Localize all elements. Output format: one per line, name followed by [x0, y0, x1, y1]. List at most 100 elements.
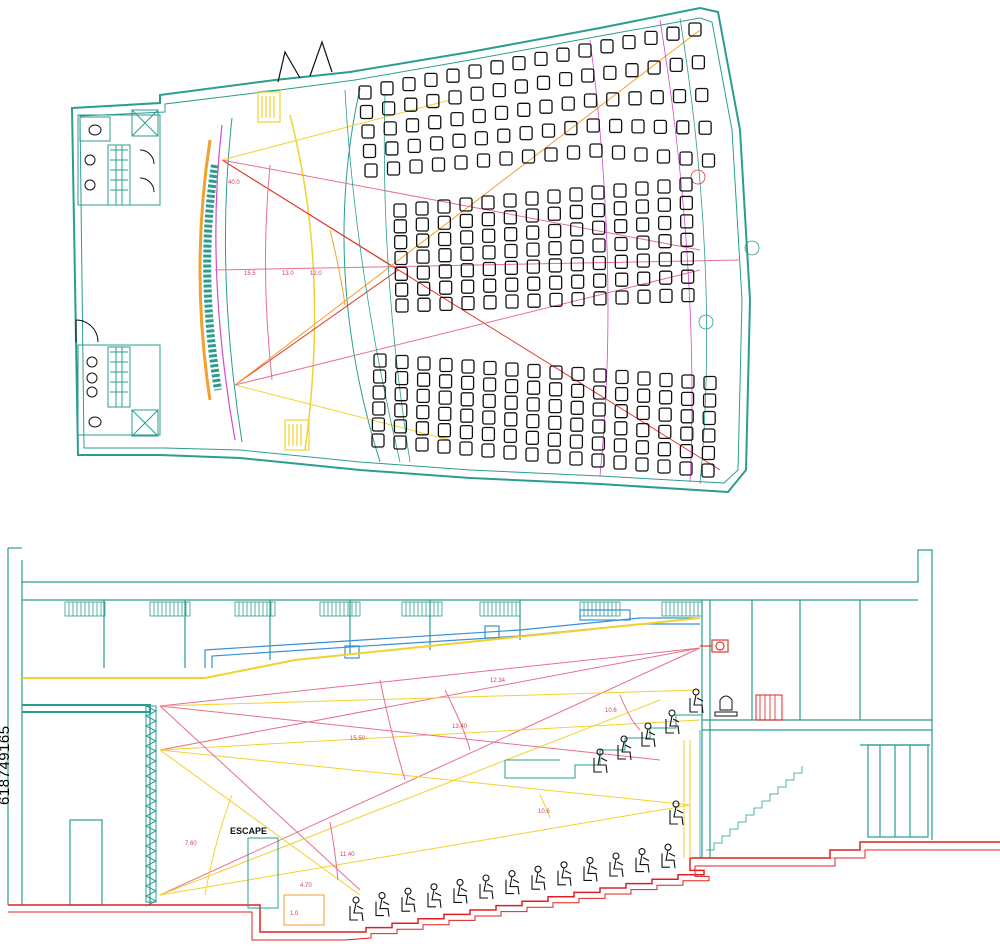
seat-icon — [702, 393, 717, 408]
seat-icon — [571, 274, 585, 289]
seat-icon — [615, 290, 629, 305]
seat-icon — [395, 298, 409, 313]
seat-icon — [503, 445, 517, 460]
seat-icon — [603, 65, 617, 80]
spectator-icon — [609, 852, 624, 878]
seat-icon — [695, 87, 709, 103]
plan-sightlines: 40.0 15.5 13.0 12.0 — [214, 29, 741, 471]
seat-icon — [359, 104, 374, 120]
seat-icon — [681, 374, 695, 389]
svg-text:10.6: 10.6 — [538, 809, 550, 815]
seat-icon — [383, 121, 397, 136]
longitudinal-section: 15.50 13.40 12.34 10.6 10.6 7.60 11.40 4… — [7, 547, 1000, 941]
seat-icon — [461, 279, 475, 294]
seat-icon — [405, 118, 420, 133]
seat-icon — [460, 392, 474, 407]
seat-icon — [657, 197, 671, 212]
seat-icon — [504, 260, 518, 275]
seat-icon — [549, 365, 563, 380]
seat-icon — [481, 426, 496, 442]
seat-icon — [472, 108, 486, 124]
spectator-icon — [375, 892, 390, 917]
escape-door: 1.0 ESCAPE — [230, 826, 325, 926]
seat-icon — [527, 363, 541, 379]
seat-icon — [679, 195, 693, 211]
spectator-icon — [557, 861, 572, 886]
seat-icon — [371, 417, 386, 432]
seat-icon — [613, 201, 627, 216]
seat-icon — [558, 72, 573, 87]
seat-icon — [417, 297, 431, 312]
plan-outer-wall — [70, 6, 752, 494]
svg-text:12.0: 12.0 — [310, 271, 322, 277]
seat-icon — [680, 391, 695, 407]
seat-icon — [416, 388, 430, 404]
seat-icon — [394, 235, 408, 250]
seat-icon — [634, 147, 648, 162]
seat-icon — [548, 241, 562, 256]
toilet-icon — [86, 356, 102, 428]
seat-icon — [517, 102, 531, 117]
seat-icon — [437, 215, 451, 230]
seat-icon — [393, 419, 408, 434]
seat-icon — [380, 81, 394, 96]
seat-icon — [570, 222, 584, 237]
seat-icon — [702, 428, 716, 443]
seat-icon — [481, 443, 495, 458]
projector-booth — [700, 639, 783, 721]
seat-icon — [483, 278, 497, 293]
seat-icon — [461, 295, 475, 311]
seat-icon — [525, 447, 539, 462]
seat-icon — [373, 353, 387, 368]
seat-icon — [416, 265, 430, 280]
seat-icon — [549, 275, 563, 290]
seat-icon — [636, 388, 651, 403]
seat-icon — [561, 96, 575, 111]
seat-icon — [647, 60, 661, 75]
seat-icon — [394, 250, 408, 266]
seat-icon — [547, 189, 561, 204]
seat-icon — [635, 457, 649, 472]
seat-icon — [438, 406, 452, 422]
seat-icon — [482, 410, 496, 425]
seat-icon — [636, 235, 650, 250]
seat-icon — [372, 385, 386, 400]
seat-icon — [631, 119, 645, 134]
seat-icon — [600, 39, 614, 54]
spectator-icon — [349, 896, 364, 922]
seat-icon — [593, 368, 607, 383]
svg-text:4.70: 4.70 — [300, 883, 312, 889]
seat-icon — [426, 93, 440, 109]
entrance-door — [257, 40, 333, 451]
seat-icon — [653, 119, 668, 134]
seat-icon — [571, 366, 585, 382]
seat-icon — [593, 273, 607, 288]
seat-icon — [503, 210, 517, 225]
spectator-icon — [689, 688, 704, 714]
seat-icon — [679, 177, 693, 192]
seat-icon — [415, 437, 429, 452]
seat-icon — [454, 155, 468, 170]
seat-icon — [666, 26, 680, 41]
seat-icon — [482, 377, 497, 392]
spectator-icon — [531, 865, 546, 891]
seat-icon — [691, 55, 706, 70]
seat-icon — [589, 143, 603, 158]
seat-icon — [615, 272, 629, 287]
seat-icon — [395, 282, 409, 297]
seat-icon — [592, 402, 606, 417]
seat-icon — [417, 356, 431, 371]
seat-icon — [614, 254, 628, 269]
seat-icon — [680, 214, 694, 229]
seat-icon — [504, 378, 519, 394]
seat-icon — [672, 88, 687, 104]
seat-icon — [569, 434, 584, 449]
seat-icon — [459, 197, 473, 212]
seat-icon — [460, 263, 474, 278]
seat-icon — [659, 372, 673, 388]
section-outline — [7, 547, 933, 906]
seat-icon — [569, 204, 583, 220]
svg-text:12.34: 12.34 — [490, 678, 506, 684]
spectator-icon — [401, 887, 416, 913]
